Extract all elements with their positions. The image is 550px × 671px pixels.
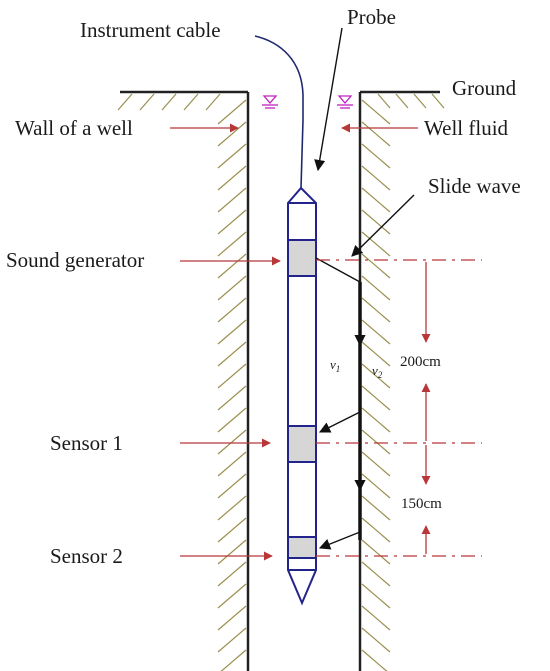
hatch-stroke bbox=[361, 561, 391, 587]
hatch-stroke bbox=[217, 341, 247, 367]
left-soil-hatching bbox=[217, 99, 247, 671]
hatch-stroke bbox=[361, 121, 391, 147]
probe-label: Probe bbox=[347, 5, 396, 29]
hatch-stroke bbox=[361, 451, 391, 477]
hatch-stroke bbox=[361, 385, 391, 411]
hatch-stroke bbox=[139, 93, 155, 111]
hatch-stroke bbox=[217, 517, 247, 543]
hatch-stroke bbox=[361, 429, 391, 455]
hatch-stroke bbox=[361, 231, 391, 257]
hatch-stroke bbox=[217, 165, 247, 191]
hatch-stroke bbox=[361, 99, 391, 125]
hatch-stroke bbox=[361, 473, 391, 499]
hatch-stroke bbox=[217, 187, 247, 213]
sound-generator-element bbox=[287, 239, 317, 277]
hatch-stroke bbox=[217, 561, 247, 587]
hatch-stroke bbox=[217, 605, 247, 631]
hatch-stroke bbox=[361, 275, 391, 301]
hatch-stroke bbox=[217, 583, 247, 609]
hatch-stroke bbox=[217, 429, 247, 455]
ground-hatching bbox=[117, 93, 445, 111]
sensor-1-label: Sensor 1 bbox=[50, 431, 123, 455]
sensor-2-element bbox=[287, 536, 317, 559]
instrument-cable-label: Instrument cable bbox=[80, 18, 221, 42]
hatch-stroke bbox=[183, 93, 199, 111]
hatch-stroke bbox=[217, 121, 247, 147]
hatch-stroke bbox=[217, 451, 247, 477]
hatch-stroke bbox=[413, 93, 427, 109]
hatch-stroke bbox=[361, 495, 391, 521]
hatch-stroke bbox=[395, 93, 409, 109]
distance-200cm-label: 200cm bbox=[400, 354, 441, 370]
hatch-stroke bbox=[217, 385, 247, 411]
hatch-stroke bbox=[361, 143, 391, 169]
hatch-stroke bbox=[377, 93, 391, 109]
instrument-cable bbox=[254, 35, 304, 189]
slide-wave-label: Slide wave bbox=[428, 174, 521, 198]
hatch-stroke bbox=[361, 539, 391, 565]
hatch-stroke bbox=[361, 517, 391, 543]
slide-wave-pointer bbox=[351, 194, 415, 257]
hatch-stroke bbox=[217, 253, 247, 279]
probe bbox=[287, 186, 317, 606]
hatch-stroke bbox=[361, 341, 391, 367]
hatch-stroke bbox=[217, 407, 247, 433]
hatch-stroke bbox=[205, 93, 221, 111]
hatch-stroke bbox=[217, 275, 247, 301]
hatch-stroke bbox=[431, 93, 445, 109]
v2-label: v2 bbox=[372, 363, 383, 380]
hatch-stroke bbox=[361, 319, 391, 345]
distance-150cm-label: 150cm bbox=[401, 496, 442, 512]
hatch-stroke bbox=[117, 93, 133, 111]
hatch-stroke bbox=[361, 649, 388, 671]
hatch-stroke bbox=[361, 605, 391, 631]
sound-generator-label: Sound generator bbox=[6, 248, 144, 272]
hatch-stroke bbox=[217, 143, 247, 169]
hatch-stroke bbox=[217, 539, 247, 565]
sensor-1-element bbox=[287, 425, 317, 463]
water-level-symbol-right bbox=[337, 95, 353, 109]
well-fluid-label: Well fluid bbox=[424, 116, 509, 140]
hatch-stroke bbox=[217, 231, 247, 257]
right-soil-hatching bbox=[361, 99, 391, 671]
hatch-stroke bbox=[361, 407, 391, 433]
slide-wave-path bbox=[315, 257, 366, 550]
hatch-stroke bbox=[361, 187, 391, 213]
hatch-stroke bbox=[161, 93, 177, 111]
hatch-stroke bbox=[361, 209, 391, 235]
hatch-stroke bbox=[217, 319, 247, 345]
v1-label: v1 bbox=[330, 357, 340, 374]
hatch-stroke bbox=[220, 649, 247, 671]
sensor-2-label: Sensor 2 bbox=[50, 544, 123, 568]
hatch-stroke bbox=[361, 627, 391, 653]
hatch-stroke bbox=[361, 165, 391, 191]
hatch-stroke bbox=[217, 209, 247, 235]
hatch-stroke bbox=[217, 627, 247, 653]
hatch-stroke bbox=[217, 297, 247, 323]
hatch-stroke bbox=[361, 253, 391, 279]
hatch-stroke bbox=[217, 99, 247, 125]
hatch-stroke bbox=[217, 363, 247, 389]
probe-pointer-arrow bbox=[314, 27, 343, 172]
hatch-stroke bbox=[361, 363, 391, 389]
hatch-stroke bbox=[217, 495, 247, 521]
hatch-stroke bbox=[361, 583, 391, 609]
wall-of-well-label: Wall of a well bbox=[15, 116, 133, 140]
hatch-stroke bbox=[361, 297, 391, 323]
ground-label: Ground bbox=[452, 76, 517, 100]
hatch-stroke bbox=[217, 473, 247, 499]
water-level-symbol-left bbox=[262, 95, 278, 109]
